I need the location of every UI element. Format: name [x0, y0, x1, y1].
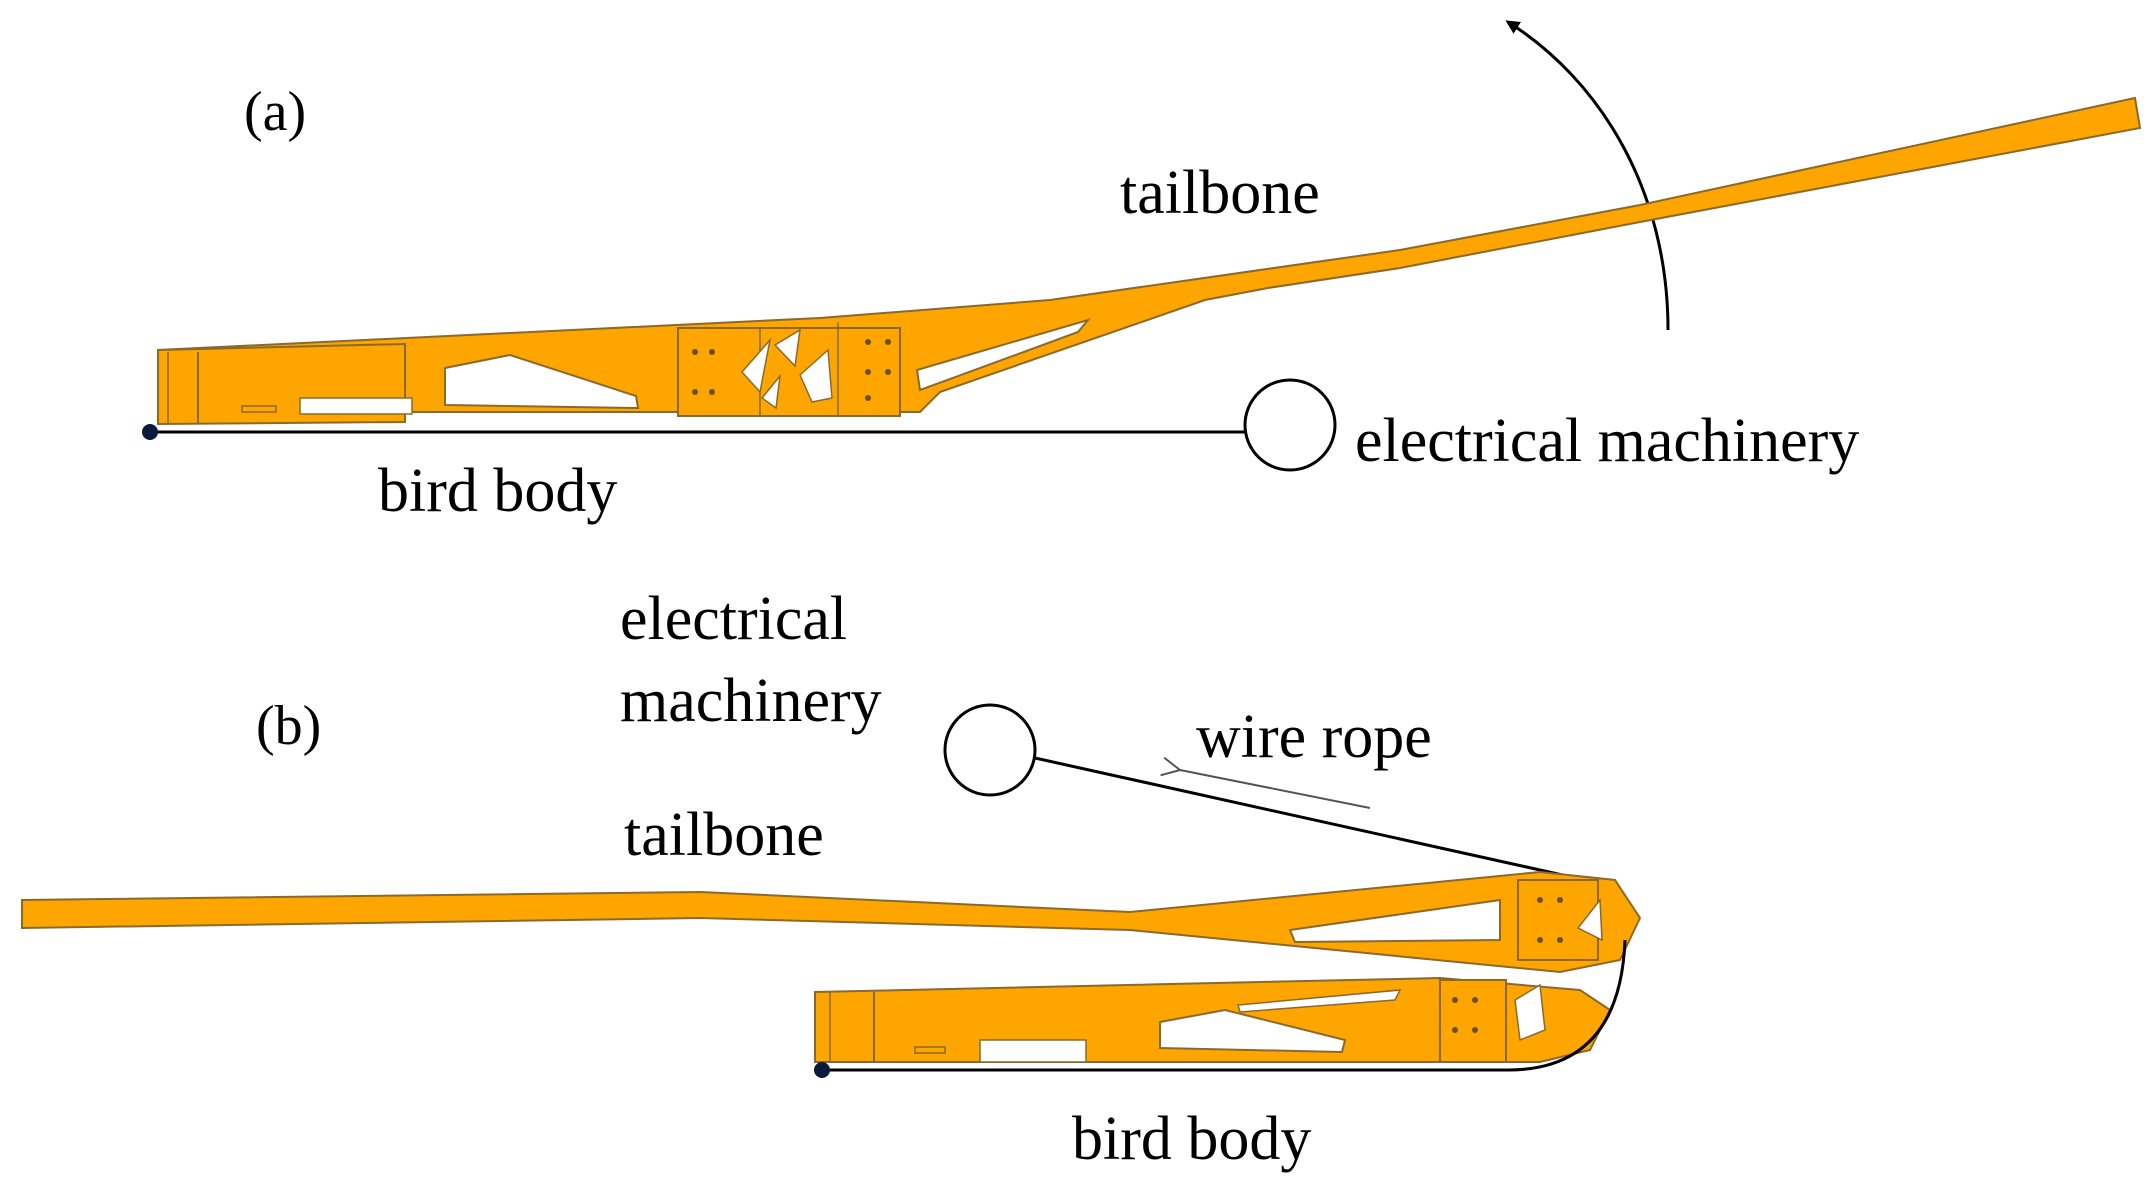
- tailbone-label-a: tailbone: [1120, 159, 1320, 227]
- electrical-machinery-label-b-line2: machinery: [620, 667, 882, 735]
- pivot-dot-icon: [142, 424, 158, 440]
- wire-rope-label: wire rope: [1196, 703, 1432, 771]
- panel-b-label: (b): [256, 695, 322, 757]
- bird-body-label-b: bird body: [1072, 1105, 1312, 1173]
- cutout-a-2: [915, 318, 1091, 392]
- cutout-a-1: [444, 353, 640, 410]
- wire-rope-line: [1034, 756, 1586, 882]
- electrical-machinery-label-a: electrical machinery: [1355, 407, 1860, 475]
- panel-a-label: (a): [244, 81, 307, 143]
- circle-icon: [943, 703, 1037, 797]
- bird-body-label-a: bird body: [378, 457, 618, 525]
- arrow-left-icon: [1180, 770, 1371, 809]
- pivot-dot-icon: [814, 1062, 830, 1078]
- tailbone-label-b: tailbone: [624, 801, 824, 869]
- tailbone-beam-a: [157, 96, 2142, 413]
- circle-icon: [1243, 378, 1337, 472]
- cutout-b-1: [1288, 898, 1501, 944]
- panel-a: [142, 20, 2142, 472]
- panel-b: [21, 703, 1642, 1078]
- electrical-machinery-label-b-line1: electrical: [620, 585, 848, 653]
- cutout-b-2: [1159, 1008, 1347, 1054]
- curved-arrow-icon: [1505, 20, 1670, 331]
- tailbone-beam-b: [21, 870, 1642, 974]
